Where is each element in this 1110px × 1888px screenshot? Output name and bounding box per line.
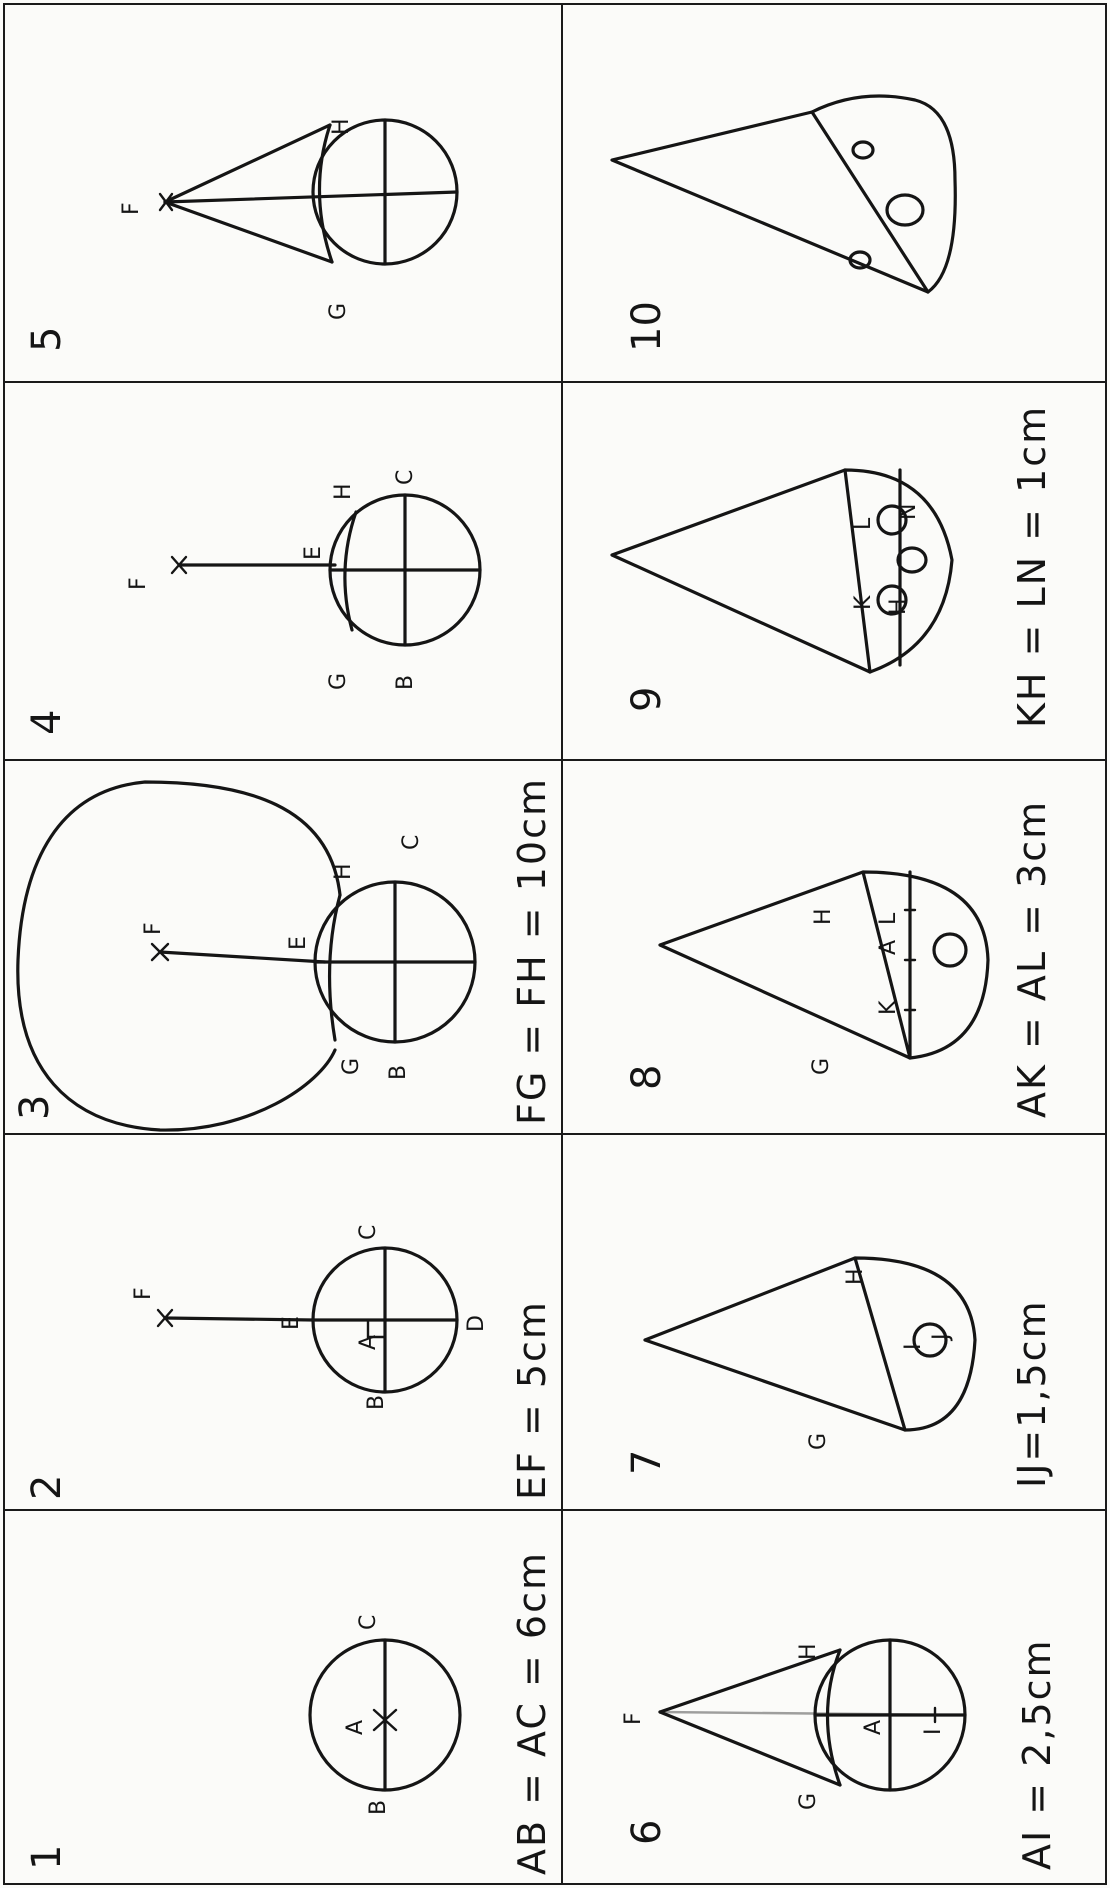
step-caption: AK = AL = 3cm [1010,800,1054,1118]
step-caption: AB = AC = 6cm [510,1551,554,1875]
point-label-N: N [896,504,921,520]
point-label-H: H [796,1643,821,1660]
panel-3: 3 F E H C G B FG = FH = 10cm [12,777,554,1132]
panel-number: 10 [624,301,670,352]
point-label-F: F [119,202,144,215]
panel-6: 6 F H A I G AI = 2,5cm [621,1638,1059,1870]
point-label-C: C [356,1225,381,1240]
panel-2: 2 F E A C B D EF = 5cm [24,1225,554,1500]
point-label-F: F [131,1287,156,1300]
point-label-G: G [339,1058,364,1075]
point-label-H: H [886,598,911,615]
point-label-E: E [301,546,326,560]
point-label-L: L [876,912,901,925]
point-label-E: E [279,1316,304,1330]
point-label-H: H [843,1268,868,1285]
panel-number: 8 [624,1065,670,1090]
point-label-H: H [331,863,356,880]
point-label-C: C [393,470,418,485]
point-label-I: I [921,1729,946,1736]
point-label-C: C [399,835,424,850]
point-label-G: G [796,1793,821,1810]
panel-5: 5 F G H [24,118,459,352]
point-label-C: C [356,1615,381,1630]
point-label-B: B [366,1800,391,1815]
point-label-D: D [464,1315,489,1332]
panel-10: 10 [610,94,957,352]
point-label-A: A [861,1720,886,1735]
point-label-E: E [286,936,311,950]
panel-1: 1 A C B AB = AC = 6cm [24,1551,554,1875]
point-label-K: K [851,595,876,610]
panel-number: 4 [24,710,70,735]
step-caption: AI = 2,5cm [1015,1638,1059,1870]
panel-7: 7 H G I J IJ=1,5cm [624,1256,1054,1488]
step-caption: KH = LN = 1cm [1010,405,1054,728]
point-label-F: F [141,922,166,935]
panel-number: 9 [624,687,670,712]
panel-number: 2 [24,1475,70,1500]
point-label-A: A [356,1335,381,1350]
point-label-H: H [811,908,836,925]
point-label-A: A [343,1720,368,1735]
point-label-G: G [809,1058,834,1075]
point-label-B: B [386,1065,411,1080]
step-caption: IJ=1,5cm [1010,1299,1054,1488]
point-label-L: L [851,517,876,530]
panel-grid [3,3,1107,1885]
point-label-F: F [126,577,151,590]
point-label-A: A [876,940,901,955]
panel-number: 5 [24,327,70,352]
point-label-J: J [929,1334,954,1343]
point-label-G: G [326,673,351,690]
point-label-F: F [621,1712,646,1725]
panel-number: 6 [624,1820,670,1845]
step-caption: EF = 5cm [510,1300,554,1500]
panel-number: 3 [12,1095,58,1120]
point-label-H: H [329,118,354,135]
point-label-B: B [364,1395,389,1410]
point-label-G: G [806,1433,831,1450]
point-label-H: H [331,483,356,500]
point-label-I: I [901,1344,926,1351]
panel-4: 4 F E H C G B [24,470,482,735]
panel-9: 9 H K L N KH = LN = 1cm [610,405,1054,728]
step-caption: FG = FH = 10cm [510,777,554,1125]
panel-8: 8 H A L K G AK = AL = 3cm [624,800,1054,1118]
panel-number: 1 [24,1845,70,1870]
panel-number: 7 [624,1450,670,1475]
point-label-B: B [393,675,418,690]
point-label-G: G [326,303,351,320]
point-label-K: K [876,1000,901,1015]
